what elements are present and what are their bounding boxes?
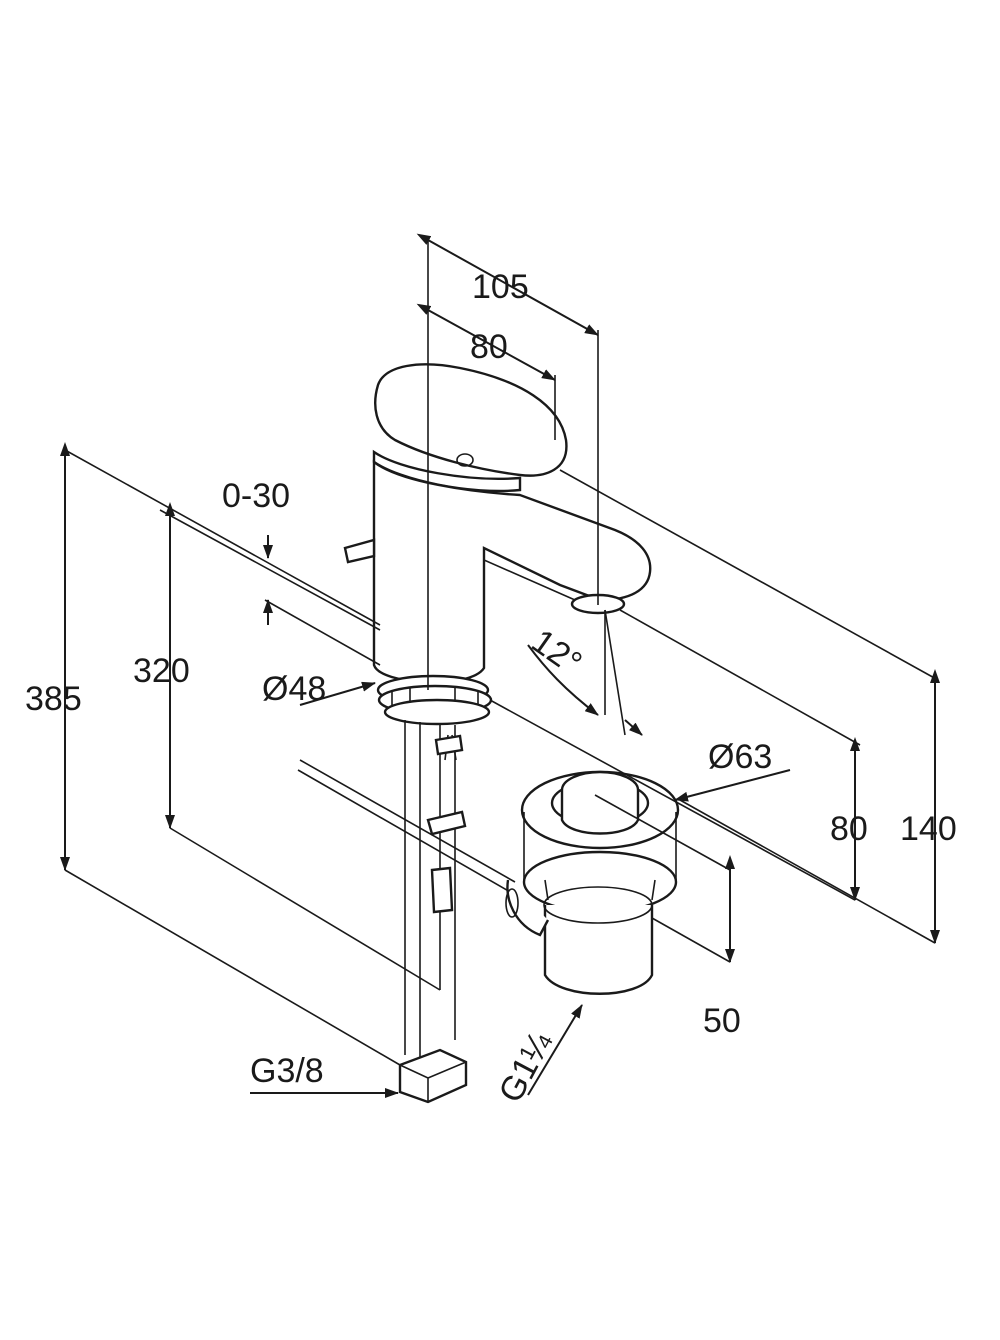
dim-320: 320 xyxy=(133,652,190,690)
dim-50: 50 xyxy=(703,1002,741,1040)
dim-385: 385 xyxy=(25,680,82,718)
dim-diameter-63: Ø63 xyxy=(708,738,772,776)
faucet-body xyxy=(297,363,652,1104)
dim-diameter-48: Ø48 xyxy=(262,670,326,708)
dim-angle-12: 12° xyxy=(525,622,589,683)
dimension-lines xyxy=(60,233,940,1098)
dim-80-top: 80 xyxy=(470,328,508,366)
waste-assembly xyxy=(505,770,680,995)
dim-140: 140 xyxy=(900,810,957,848)
dim-80-right: 80 xyxy=(830,810,868,848)
dim-0-30: 0-30 xyxy=(222,477,290,515)
dim-g38: G3/8 xyxy=(250,1052,324,1090)
dim-g114: G1¼ xyxy=(492,1025,560,1108)
dim-105: 105 xyxy=(472,268,529,306)
